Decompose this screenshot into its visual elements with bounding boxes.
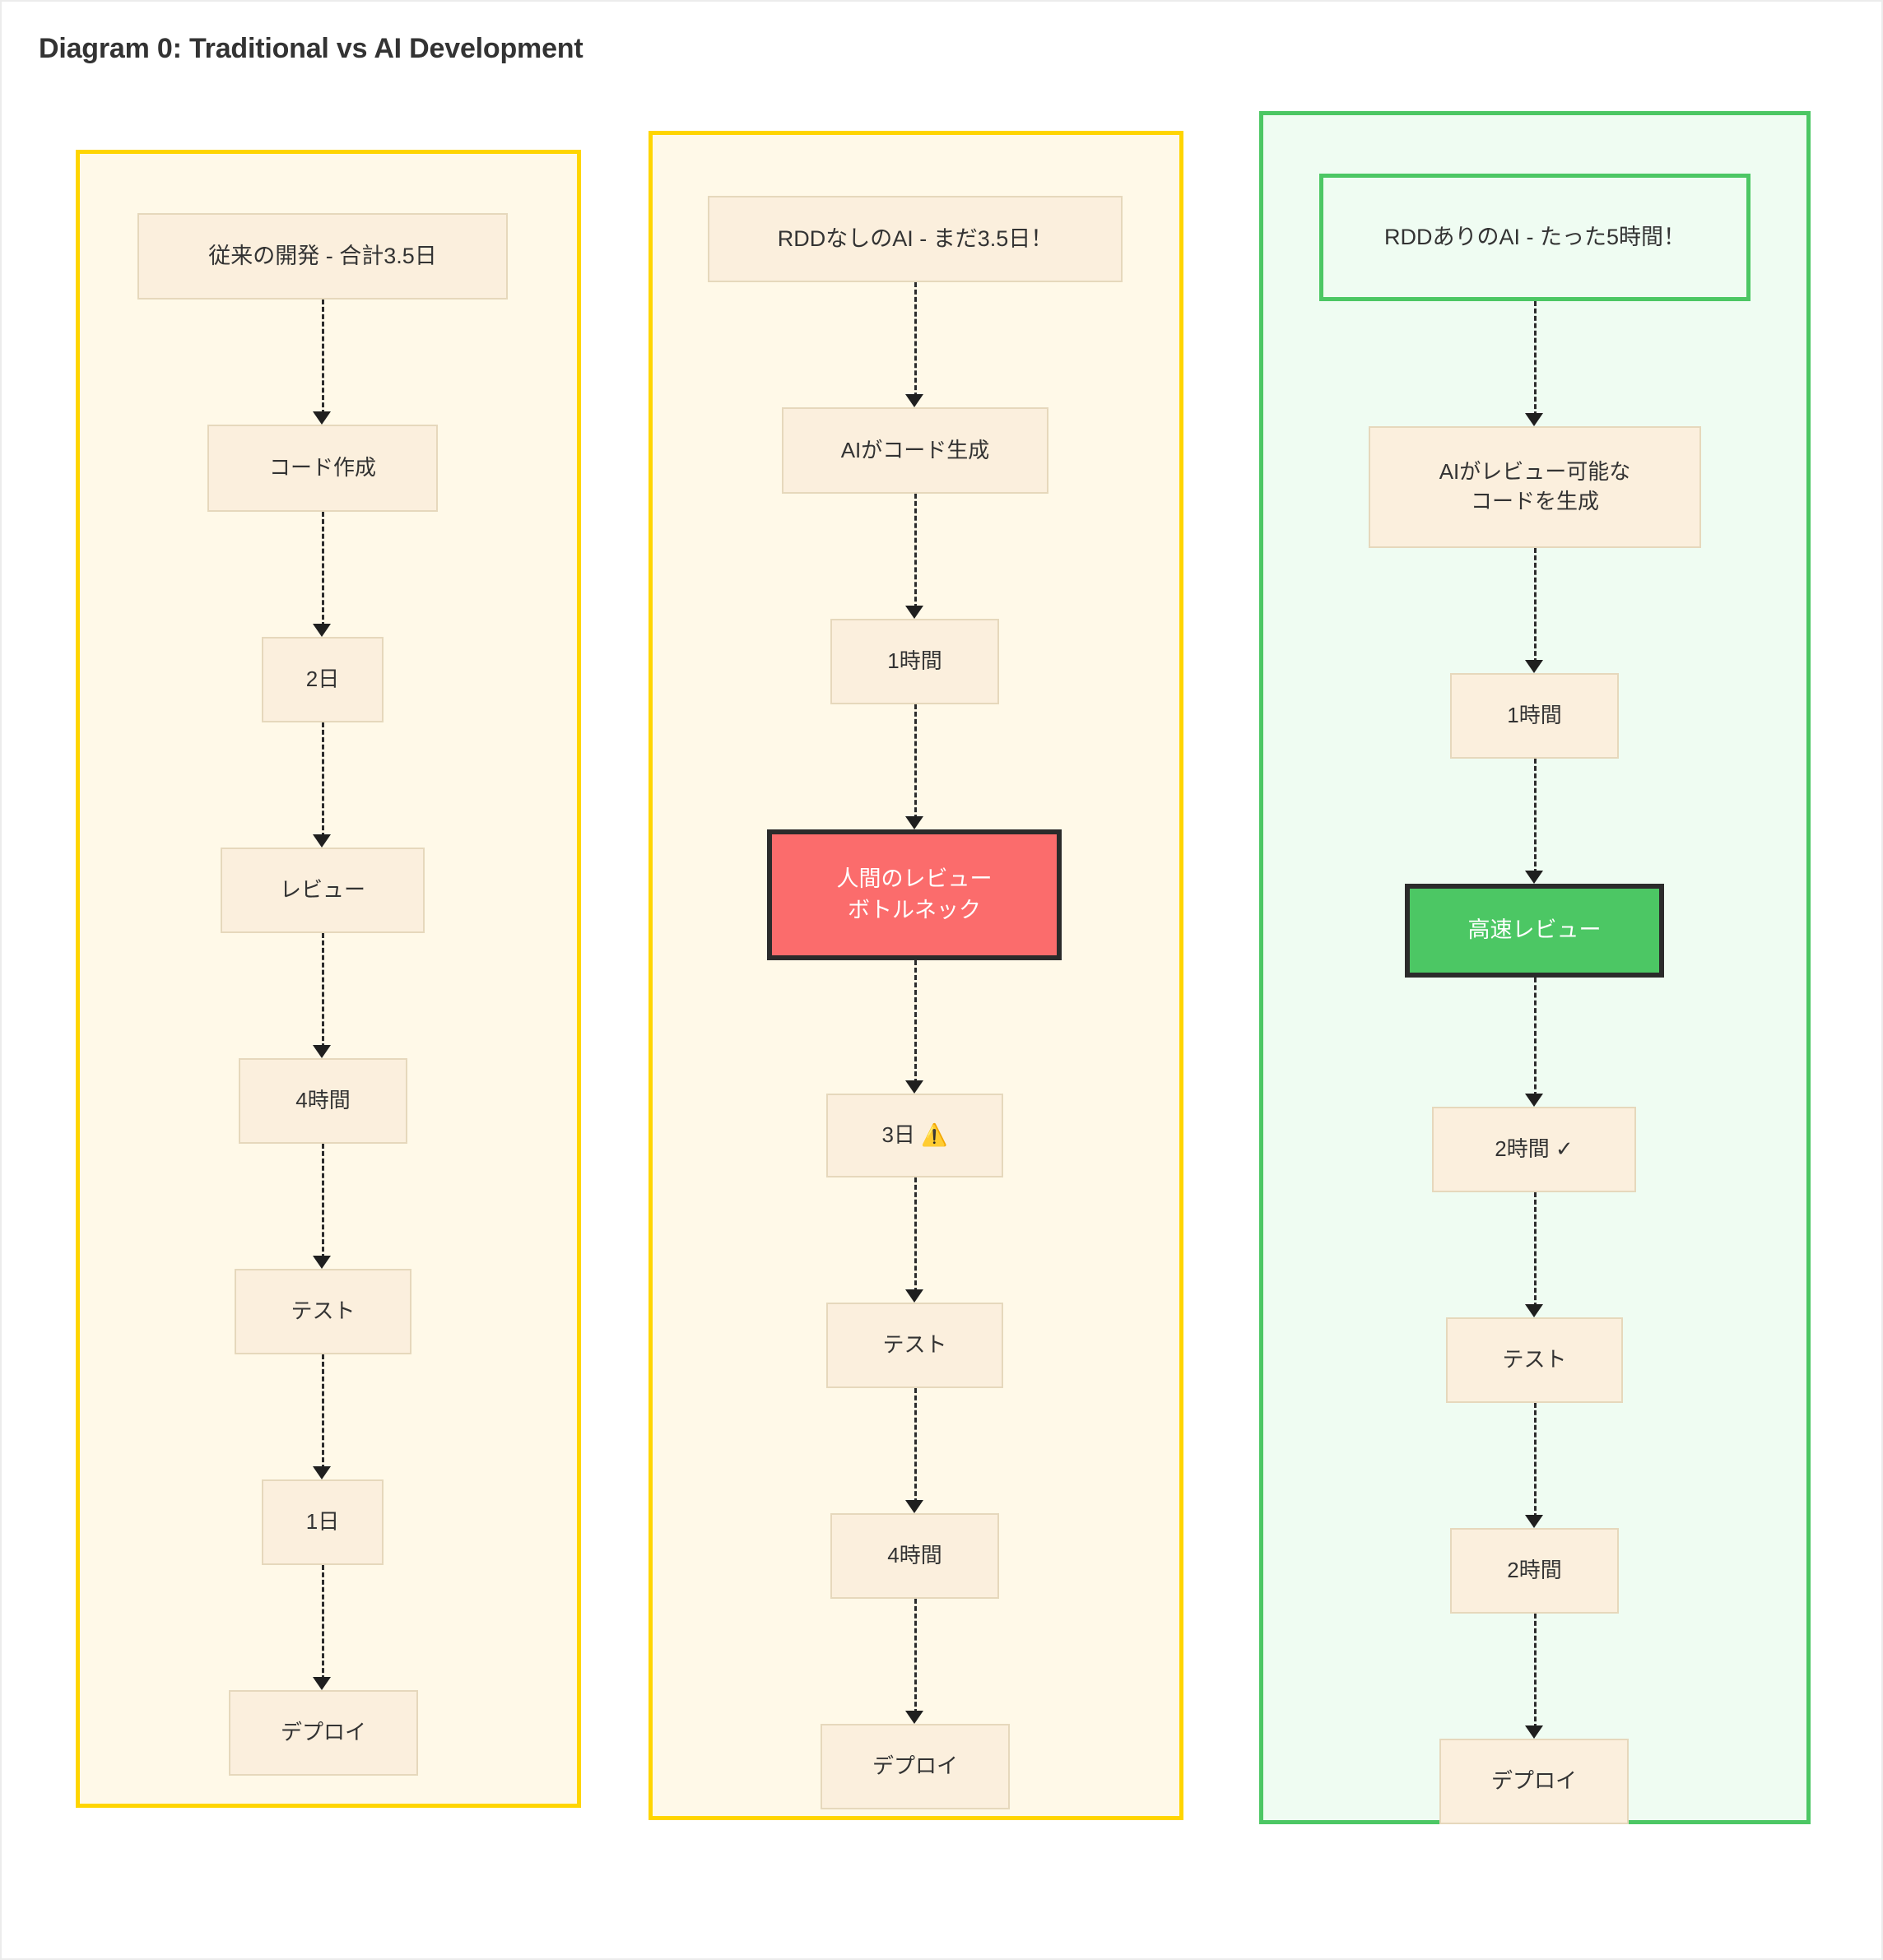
node-a1[interactable]: RDDなしのAI - まだ3.5日！	[708, 196, 1123, 282]
node-t5[interactable]: 4時間	[239, 1058, 407, 1144]
arrowhead-a1-a2	[905, 394, 923, 407]
node-a6[interactable]: テスト	[826, 1303, 1003, 1388]
arrowhead-r2-r3	[1525, 660, 1543, 673]
edge-r7-r8	[1534, 1614, 1537, 1729]
edge-t7-t8	[322, 1565, 324, 1680]
edge-t2-t3	[322, 512, 324, 627]
node-t4[interactable]: レビュー	[221, 848, 425, 933]
edge-r2-r3	[1534, 548, 1537, 663]
node-t8[interactable]: デプロイ	[229, 1690, 418, 1776]
arrowhead-a4-a5	[905, 1080, 923, 1094]
edge-t6-t7	[322, 1354, 324, 1470]
arrowhead-t6-t7	[313, 1466, 331, 1479]
edge-t4-t5	[322, 933, 324, 1048]
arrowhead-a7-a8	[905, 1711, 923, 1724]
node-a5[interactable]: 3日 ⚠️	[826, 1094, 1003, 1177]
edge-a6-a7	[914, 1388, 917, 1503]
edge-r4-r5	[1534, 978, 1537, 1097]
edge-a1-a2	[914, 282, 917, 397]
arrowhead-t1-t2	[313, 411, 331, 425]
arrowhead-t2-t3	[313, 624, 331, 637]
edge-r5-r6	[1534, 1192, 1537, 1307]
node-a7[interactable]: 4時間	[830, 1513, 999, 1599]
edge-a3-a4	[914, 704, 917, 820]
arrowhead-r3-r4	[1525, 871, 1543, 884]
node-a4[interactable]: 人間のレビュー ボトルネック	[767, 829, 1062, 960]
node-r2[interactable]: AIがレビュー可能な コードを生成	[1369, 426, 1701, 548]
arrowhead-a3-a4	[905, 816, 923, 829]
node-t2[interactable]: コード作成	[207, 425, 438, 512]
node-t1[interactable]: 従来の開発 - 合計3.5日	[137, 213, 508, 300]
edge-a7-a8	[914, 1599, 917, 1714]
node-t7[interactable]: 1日	[262, 1479, 384, 1565]
edge-r1-r2	[1534, 301, 1537, 416]
node-r3[interactable]: 1時間	[1450, 673, 1619, 759]
arrowhead-a2-a3	[905, 606, 923, 619]
node-r6[interactable]: テスト	[1446, 1317, 1623, 1403]
arrowhead-r6-r7	[1525, 1515, 1543, 1528]
node-r5[interactable]: 2時間 ✓	[1432, 1107, 1636, 1192]
arrowhead-r1-r2	[1525, 413, 1543, 426]
node-t3[interactable]: 2日	[262, 637, 384, 722]
arrowhead-t3-t4	[313, 834, 331, 848]
edge-t5-t6	[322, 1144, 324, 1259]
arrowhead-t7-t8	[313, 1677, 331, 1690]
edge-t3-t4	[322, 722, 324, 838]
node-a3[interactable]: 1時間	[830, 619, 999, 704]
arrowhead-r7-r8	[1525, 1725, 1543, 1739]
arrowhead-t5-t6	[313, 1256, 331, 1269]
arrowhead-r5-r6	[1525, 1304, 1543, 1317]
page-title: Diagram 0: Traditional vs AI Development	[39, 33, 583, 64]
node-a2[interactable]: AIがコード生成	[782, 407, 1048, 494]
arrowhead-a6-a7	[905, 1500, 923, 1513]
edge-t1-t2	[322, 300, 324, 415]
node-r8[interactable]: デプロイ	[1439, 1739, 1629, 1824]
arrowhead-t4-t5	[313, 1045, 331, 1058]
edge-a4-a5	[914, 960, 917, 1084]
node-t6[interactable]: テスト	[235, 1269, 411, 1354]
node-r1[interactable]: RDDありのAI - たった5時間！	[1319, 174, 1750, 301]
arrowhead-a5-a6	[905, 1289, 923, 1303]
edge-r6-r7	[1534, 1403, 1537, 1518]
edge-a5-a6	[914, 1177, 917, 1293]
arrowhead-r4-r5	[1525, 1094, 1543, 1107]
node-r7[interactable]: 2時間	[1450, 1528, 1619, 1614]
edge-a2-a3	[914, 494, 917, 609]
node-a8[interactable]: デプロイ	[821, 1724, 1010, 1809]
edge-r3-r4	[1534, 759, 1537, 874]
node-r4[interactable]: 高速レビュー	[1405, 884, 1664, 978]
